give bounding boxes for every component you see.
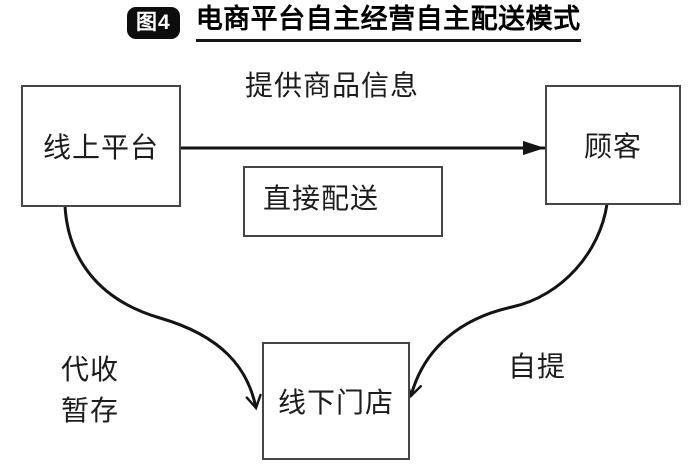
- edge-label-collect-store-line1: 代收: [61, 354, 120, 385]
- node-online-platform-label: 线上平台: [42, 132, 159, 163]
- edge-label-self-pickup: 自提: [508, 351, 567, 382]
- node-online-platform: 线上平台: [21, 85, 181, 207]
- edge-label-provide-info: 提供商品信息: [245, 70, 420, 101]
- arrow-self-pickup: [406, 203, 609, 399]
- node-direct-delivery-label: 直接配送: [263, 182, 380, 214]
- node-customer-label: 顾客: [583, 131, 642, 162]
- figure-title-text: 电商平台自主经营自主配送模式: [195, 4, 581, 42]
- node-offline-store: 线下门店: [262, 342, 410, 460]
- edge-label-collect-store: 代收 暂存: [61, 349, 119, 431]
- node-direct-delivery: 直接配送: [243, 166, 443, 237]
- edge-label-collect-store-line2: 暂存: [61, 395, 120, 426]
- node-offline-store-label: 线下门店: [277, 387, 394, 418]
- node-customer: 顾客: [545, 85, 681, 205]
- figure-number-badge: 图4: [127, 7, 180, 40]
- arrow-collect-store: [63, 205, 262, 411]
- figure-title: 图4 电商平台自主经营自主配送模式: [127, 4, 581, 42]
